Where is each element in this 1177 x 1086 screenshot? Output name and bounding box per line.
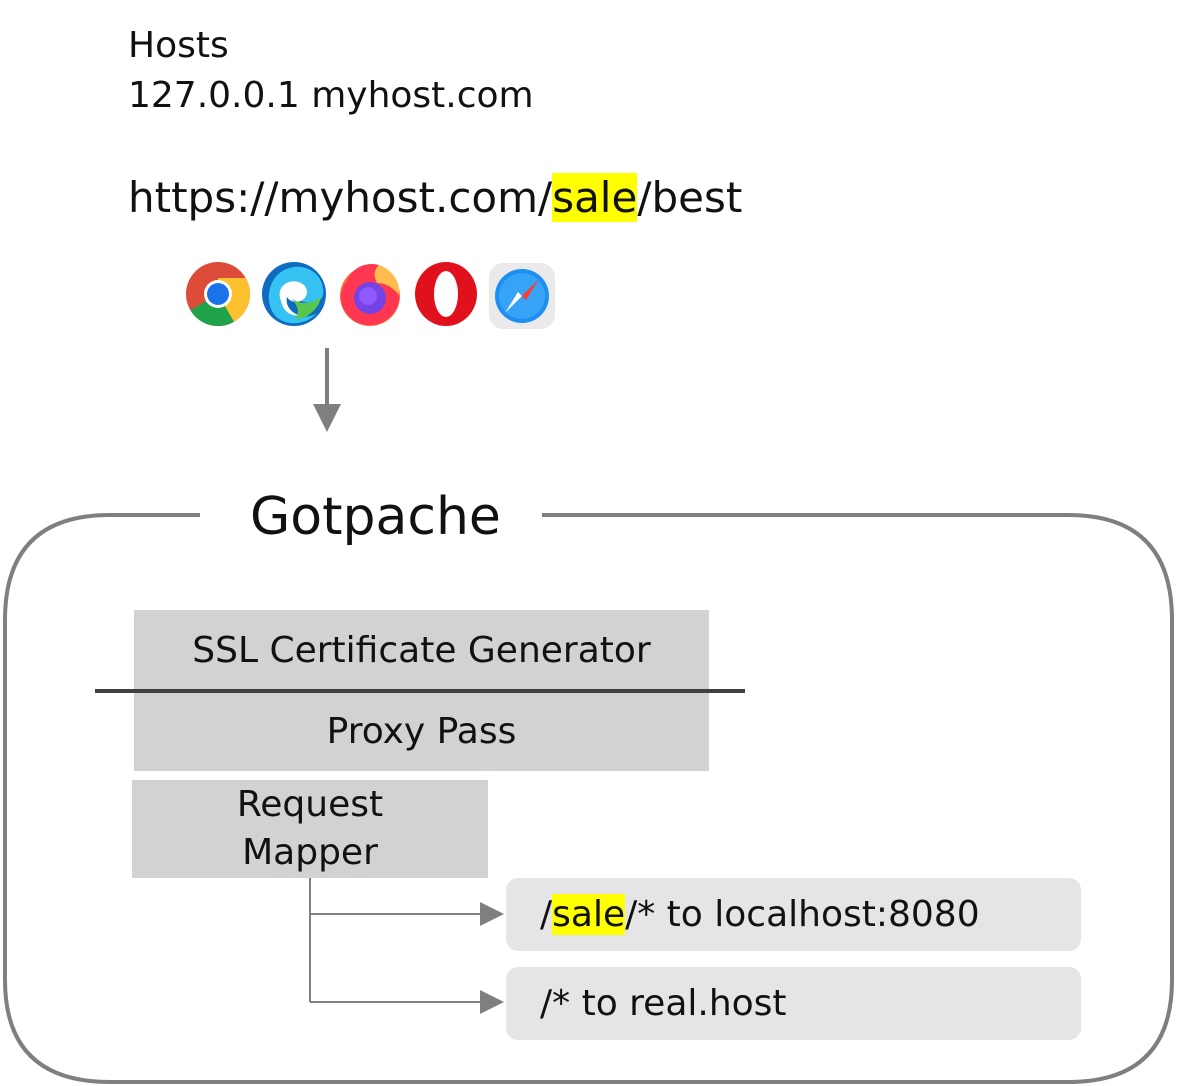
request-url: https://myhost.com/sale/best bbox=[128, 172, 742, 224]
ssl-certificate-generator-box: SSL Certificate Generator bbox=[134, 610, 709, 691]
rule2-text: /* to real.host bbox=[540, 983, 787, 1024]
request-mapper-line2: Mapper bbox=[242, 832, 378, 873]
url-prefix: https://myhost.com/ bbox=[128, 173, 553, 222]
firefox-icon bbox=[340, 263, 400, 326]
rule1-suffix: /* to localhost:8080 bbox=[625, 894, 980, 935]
rule-default-to-real-host: /* to real.host bbox=[506, 967, 1081, 1040]
url-suffix: /best bbox=[637, 173, 743, 222]
rule1-arrow-head bbox=[480, 902, 504, 926]
proxy-pass-label: Proxy Pass bbox=[326, 711, 517, 752]
gotpache-frame bbox=[3, 513, 1174, 1084]
ssl-certificate-generator-label: SSL Certificate Generator bbox=[192, 629, 651, 671]
layer-divider bbox=[95, 689, 745, 693]
hosts-title: Hosts bbox=[128, 25, 229, 66]
proxy-pass-box: Proxy Pass bbox=[134, 693, 709, 771]
rule1-highlight: sale bbox=[552, 894, 626, 935]
gotpache-title: Gotpache bbox=[250, 487, 501, 547]
url-highlight: sale bbox=[552, 173, 638, 222]
rule-sale-to-localhost: /sale/* to localhost:8080 bbox=[506, 878, 1081, 951]
rule2-arrow-head bbox=[480, 990, 504, 1014]
edge-icon bbox=[262, 262, 326, 326]
flow-arrow-head bbox=[313, 404, 341, 432]
rule1-prefix: / bbox=[540, 894, 553, 935]
request-mapper-box: Request Mapper bbox=[132, 780, 488, 878]
chrome-icon bbox=[186, 262, 250, 326]
opera-icon bbox=[415, 262, 477, 326]
hosts-entry: 127.0.0.1 myhost.com bbox=[128, 75, 534, 116]
request-mapper-line1: Request bbox=[236, 784, 384, 825]
safari-icon bbox=[489, 263, 555, 329]
